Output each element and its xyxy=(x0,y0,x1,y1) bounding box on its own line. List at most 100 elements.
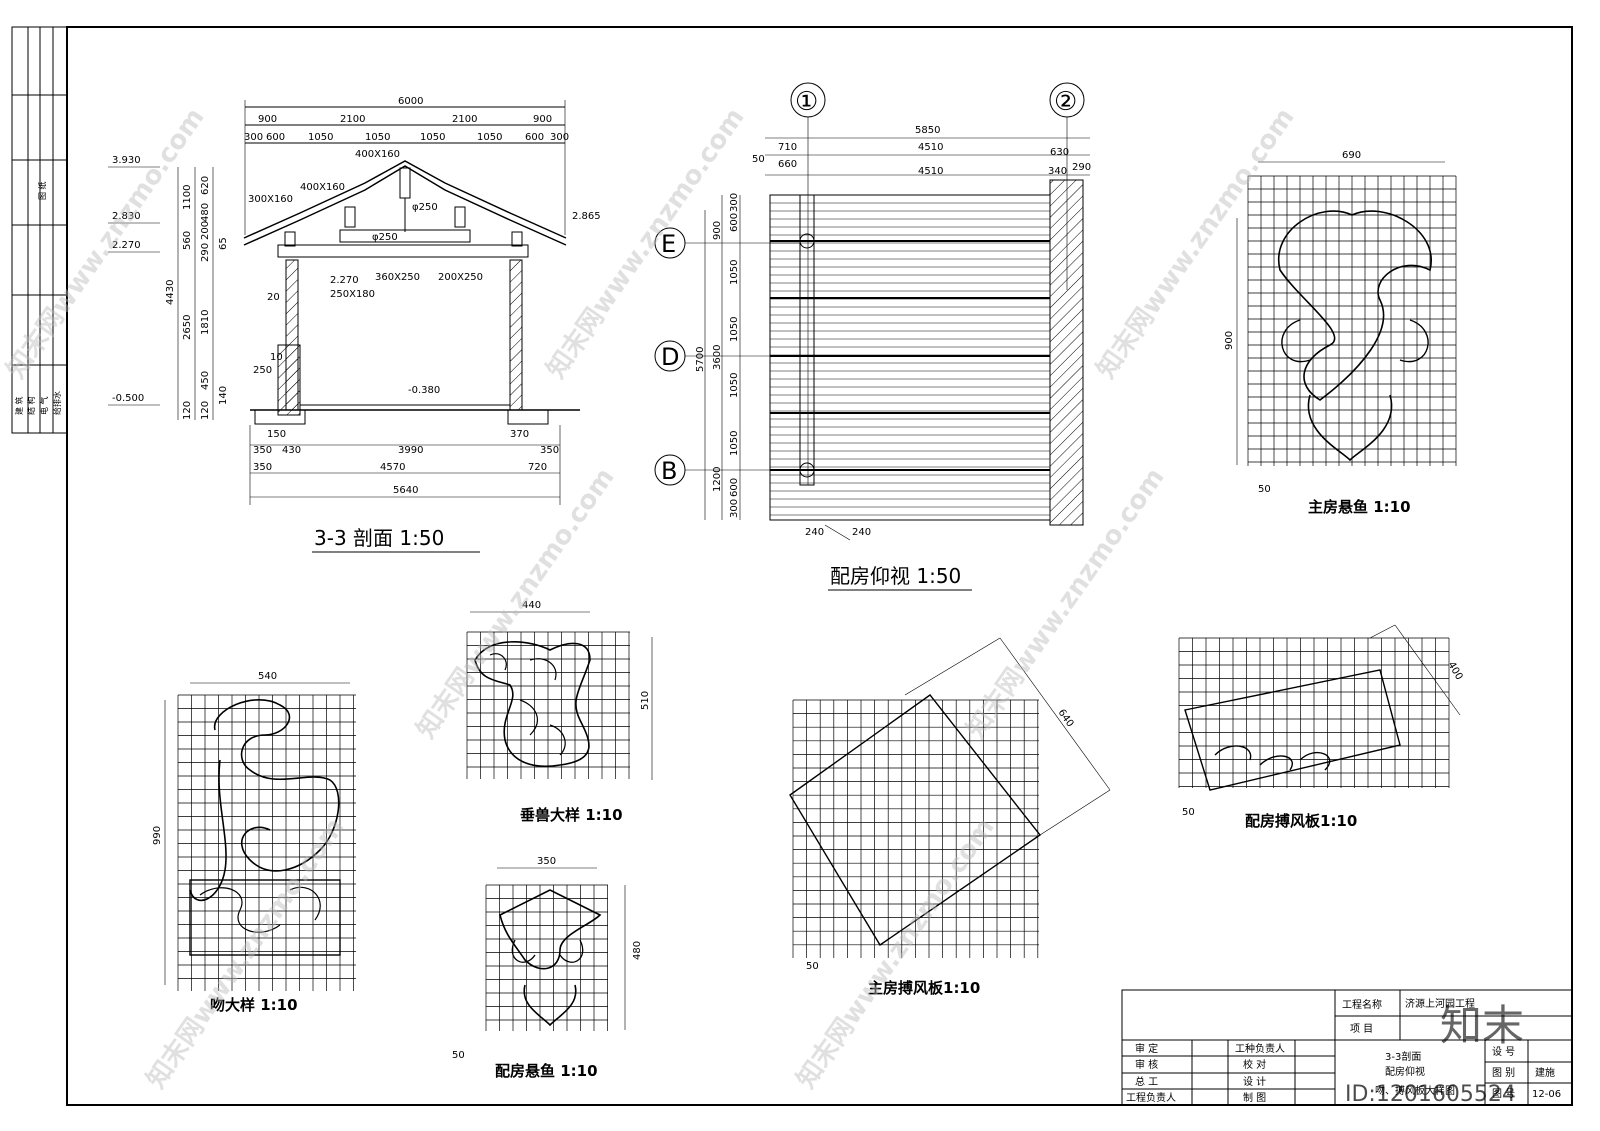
kiss-grid-lines xyxy=(177,694,356,991)
sec-ldim-1: 620 xyxy=(200,176,211,195)
plan-ldim-2: 900 xyxy=(712,221,723,240)
sec-dim-6000: 6000 xyxy=(398,96,423,107)
rafter-lines xyxy=(770,202,1050,516)
sec-ldim-6: 65 xyxy=(218,237,229,250)
tb-sheet-label-2: 图 号 xyxy=(1492,1088,1515,1100)
sec-member-3: φ250 xyxy=(412,202,438,213)
sec-bdim-2: 350 xyxy=(253,445,272,456)
sec-member-5: 360X250 xyxy=(375,272,420,283)
sec-ldim-10: 450 xyxy=(200,371,211,390)
watermark-brand: 知末 xyxy=(1440,1001,1524,1050)
sec-bdim-7: 4570 xyxy=(380,462,405,473)
sec-elev-3: -0.500 xyxy=(112,393,144,404)
beast-h: 510 xyxy=(640,691,651,710)
sec-dim-r2-1: 2100 xyxy=(340,114,365,125)
kiss-detail: 540 990 吻大样 1:10 xyxy=(152,671,350,1014)
sec-dim-r3-2: 1050 xyxy=(308,132,333,143)
plan-ldim-3: 1050 xyxy=(729,260,740,285)
main-fish-w: 690 xyxy=(1342,150,1361,161)
sec-dim-r2-3: 900 xyxy=(533,114,552,125)
tb-role-left-1: 审 核 xyxy=(1135,1058,1158,1071)
sec-bdim-8: 720 xyxy=(528,462,547,473)
main-board-title: 主房搏风板1:10 xyxy=(868,979,980,997)
tb-role-left-0: 审 定 xyxy=(1135,1042,1158,1055)
plan-tdim-1: 710 xyxy=(778,142,797,153)
sec-dim-r3-0: 300 xyxy=(244,132,263,143)
main-fish-grid: 50 xyxy=(1258,484,1271,495)
sec-bdim-4: 3990 xyxy=(398,445,423,456)
plan-tdim-7: 340 xyxy=(1048,166,1067,177)
tb-role-mid-3: 制 图 xyxy=(1243,1091,1266,1104)
main-board-grid-lines xyxy=(792,699,1039,958)
tb-project-name-label: 工程名称 xyxy=(1342,998,1382,1011)
beast-w: 440 xyxy=(522,600,541,611)
plan-ldim-4: 1050 xyxy=(729,317,740,342)
sec-dim-r3-5: 1050 xyxy=(477,132,502,143)
sec-dim-r3-7: 300 xyxy=(550,132,569,143)
watermark-site-7: 知末网www.znzmo.com xyxy=(791,813,1000,1094)
plan-ldim-5: 3600 xyxy=(712,345,723,370)
side-fish-grid: 50 xyxy=(452,1050,465,1061)
sec-ldim-12: 120 xyxy=(200,401,211,420)
plan-ldim-11: 300 xyxy=(729,499,740,518)
sec-bdim-3: 430 xyxy=(282,445,301,456)
plan-axis-row-2: B xyxy=(661,457,677,485)
sec-elev-5: -0.380 xyxy=(408,385,440,396)
side-board-title: 配房搏风板1:10 xyxy=(1245,812,1357,830)
side-fish-title: 配房悬鱼 1:10 xyxy=(495,1062,598,1080)
watermark-site-3: 知末网www.znzmo.com xyxy=(1091,103,1300,384)
ridge-beast-detail: 440 510 垂兽大样 1:10 xyxy=(470,600,653,824)
side-fish-grid-lines xyxy=(485,884,608,1031)
watermark-id: ID:1201605524 xyxy=(1345,1082,1516,1107)
side-board-grid-lines xyxy=(1178,637,1450,788)
tb-sheet-label-0: 设 号 xyxy=(1492,1046,1515,1058)
plan-tdim-0: 5850 xyxy=(915,125,940,136)
sec-ldim-14: 10 xyxy=(270,352,283,363)
watermark-site-4: 知末网www.znzmo.com xyxy=(411,463,620,744)
sec-bdim-1: 370 xyxy=(510,429,529,440)
beast-title: 垂兽大样 1:10 xyxy=(520,806,623,824)
main-board-grid: 50 xyxy=(806,961,819,972)
reflected-plan: ① ② 5850 710 4510 630 50 660 4510 340 29… xyxy=(654,82,1091,591)
sec-bdim-6: 350 xyxy=(253,462,272,473)
strip-item-3: 电 气 xyxy=(39,396,49,415)
tb-sheet-value-1: 建施 xyxy=(1535,1066,1555,1079)
side-fish-h: 480 xyxy=(632,941,643,960)
sec-bdim-0: 150 xyxy=(267,429,286,440)
plan-tdim-2: 4510 xyxy=(918,142,943,153)
kiss-title: 吻大样 1:10 xyxy=(210,996,298,1014)
sec-ldim-11: 120 xyxy=(182,401,193,420)
sec-bdim-5: 350 xyxy=(540,445,559,456)
plan-ldim-8: 1050 xyxy=(729,431,740,456)
side-fish-detail: 350 480 50 配房悬鱼 1:10 xyxy=(452,856,643,1080)
plan-title: 配房仰视 1:50 xyxy=(830,564,961,588)
sec-elev-1: 2.830 xyxy=(112,211,141,222)
sec-member-6: 200X250 xyxy=(438,272,483,283)
kiss-w: 540 xyxy=(258,671,277,682)
plan-tdim-5: 660 xyxy=(778,159,797,170)
sec-member-1: 400X160 xyxy=(300,182,345,193)
sheet-border xyxy=(66,26,1573,1106)
watermark-site-1: 知末网www.znzmo.com xyxy=(1,103,210,384)
sec-member-4: φ250 xyxy=(372,232,398,243)
plan-ldim-6: 1050 xyxy=(729,373,740,398)
sec-member-2: 300X160 xyxy=(248,194,293,205)
tb-sheet-value-2: 12-06 xyxy=(1532,1089,1561,1100)
sec-ldim-13: 20 xyxy=(267,292,280,303)
sec-bdim-9: 5640 xyxy=(393,485,418,496)
plan-tdim-8: 290 xyxy=(1072,162,1091,173)
tb-role-mid-2: 设 计 xyxy=(1243,1075,1266,1088)
plan-axis-row-1: D xyxy=(661,343,679,371)
plan-rafters xyxy=(770,202,1050,516)
strip-item-2: 结 构 xyxy=(26,396,36,415)
tb-role-mid-1: 校 对 xyxy=(1243,1058,1266,1071)
plan-ldim-1: 600 xyxy=(729,213,740,232)
side-fish-w: 350 xyxy=(537,856,556,867)
main-fish-grid-lines xyxy=(1247,175,1457,466)
plan-axis-row-0: E xyxy=(661,230,676,258)
sec-member-7: 250X180 xyxy=(330,289,375,300)
tb-drawing-title-1: 配房仰视 xyxy=(1385,1065,1425,1078)
sec-ldim-4: 560 xyxy=(182,231,193,250)
sec-dim-r2-2: 2100 xyxy=(452,114,477,125)
sec-dim-r3-4: 1050 xyxy=(420,132,445,143)
